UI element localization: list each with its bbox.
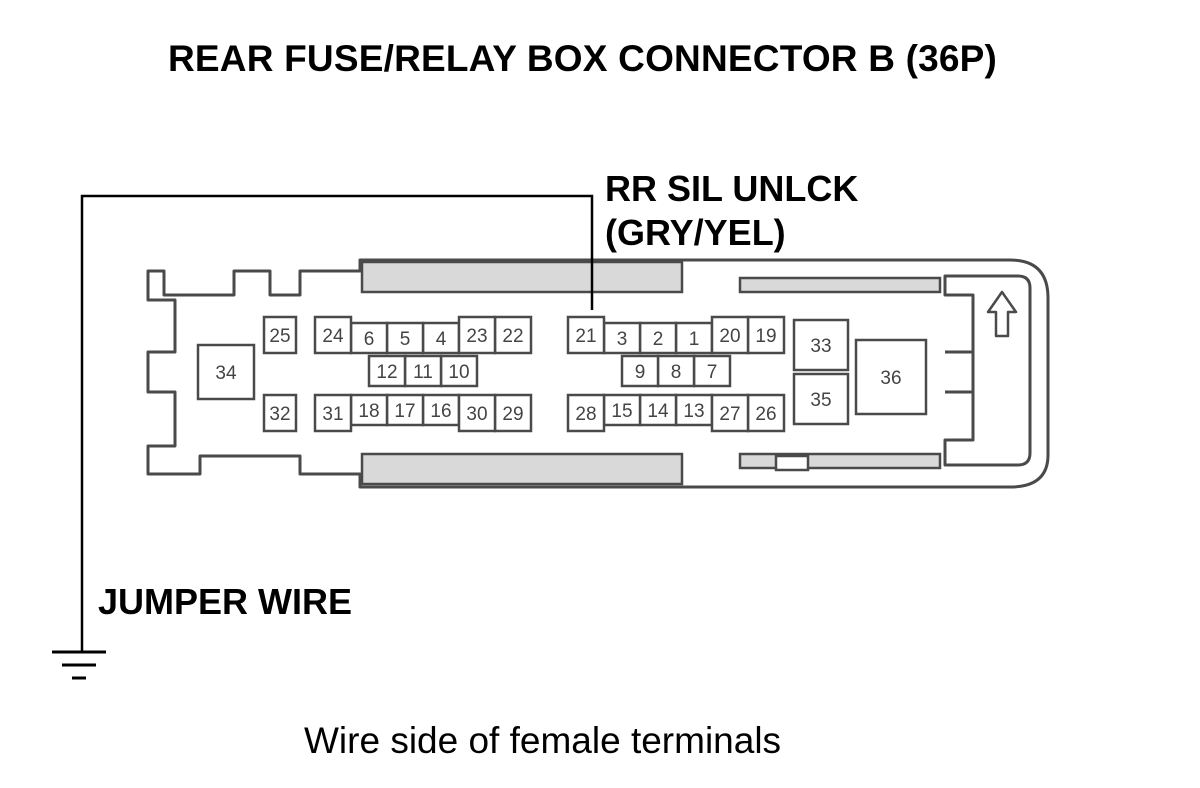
connector-housing bbox=[146, 258, 1050, 489]
terminal-cavity-30 bbox=[457, 393, 497, 433]
terminal-number-10: 10 bbox=[448, 362, 469, 383]
terminal-number-9: 9 bbox=[635, 362, 646, 383]
terminal-number-18: 18 bbox=[358, 401, 379, 422]
terminal-cavity-34 bbox=[196, 343, 256, 401]
terminal-cavity-1 bbox=[674, 321, 714, 355]
terminal-number-35: 35 bbox=[810, 390, 831, 411]
terminal-number-31: 31 bbox=[322, 404, 343, 425]
terminal-cavity-10 bbox=[439, 354, 479, 388]
bottom-notch bbox=[774, 454, 810, 472]
terminal-number-36: 36 bbox=[880, 368, 901, 389]
terminal-number-8: 8 bbox=[671, 362, 682, 383]
terminal-cavity-25 bbox=[262, 315, 298, 355]
terminal-cavity-36 bbox=[854, 338, 928, 416]
terminal-cavity-17 bbox=[385, 393, 425, 427]
terminal-number-21: 21 bbox=[575, 326, 596, 347]
jumper-wire bbox=[80, 194, 594, 652]
jumper-wire-label: JUMPER WIRE bbox=[98, 581, 353, 622]
terminal-cavity-16 bbox=[421, 393, 461, 427]
terminal-cavity-6 bbox=[349, 321, 389, 355]
terminal-cavity-22 bbox=[493, 315, 533, 355]
terminal-cavity-28 bbox=[566, 393, 606, 433]
terminal-cavity-11 bbox=[403, 354, 443, 388]
terminal-number-6: 6 bbox=[364, 329, 375, 350]
terminal-cavity-20 bbox=[710, 315, 750, 355]
terminal-number-1: 1 bbox=[689, 329, 700, 350]
terminal-number-20: 20 bbox=[719, 326, 740, 347]
bottom-rail-left bbox=[360, 452, 684, 486]
terminal-number-14: 14 bbox=[647, 401, 669, 422]
terminal-number-23: 23 bbox=[466, 326, 487, 347]
terminal-number-27: 27 bbox=[719, 404, 740, 425]
terminal-number-33: 33 bbox=[810, 336, 831, 357]
terminal-number-29: 29 bbox=[502, 404, 523, 425]
terminal-cavity-3 bbox=[602, 321, 642, 355]
terminal-cavity-23 bbox=[457, 315, 497, 355]
signal-wire-color: (GRY/YEL) bbox=[605, 212, 786, 253]
terminal-cavity-5 bbox=[385, 321, 425, 355]
terminal-cavity-27 bbox=[710, 393, 750, 433]
terminal-cavity-35 bbox=[792, 372, 850, 426]
terminal-cavity-2 bbox=[638, 321, 678, 355]
terminal-number-11: 11 bbox=[413, 362, 433, 383]
terminal-cavity-24 bbox=[313, 315, 353, 355]
signal-name: RR SIL UNLCK bbox=[605, 168, 859, 209]
terminal-cavity-29 bbox=[493, 393, 533, 433]
terminal-number-16: 16 bbox=[430, 401, 451, 422]
terminal-number-34: 34 bbox=[215, 363, 237, 384]
connector-rails bbox=[360, 260, 942, 486]
terminal-number-3: 3 bbox=[617, 329, 628, 350]
terminal-number-7: 7 bbox=[707, 362, 718, 383]
terminal-cavity-26 bbox=[746, 393, 786, 433]
ground-symbol-icon bbox=[52, 650, 106, 680]
terminal-cavity-4 bbox=[421, 321, 461, 355]
view-caption: Wire side of female terminals bbox=[304, 720, 782, 761]
terminal-number-15: 15 bbox=[611, 401, 632, 422]
terminal-number-25: 25 bbox=[269, 326, 290, 347]
terminal-cavity-21 bbox=[566, 315, 606, 355]
terminal-number-22: 22 bbox=[502, 326, 523, 347]
terminal-number-28: 28 bbox=[575, 404, 596, 425]
top-rail-right bbox=[738, 276, 942, 294]
terminal-number-13: 13 bbox=[683, 401, 704, 422]
terminal-number-32: 32 bbox=[269, 404, 290, 425]
up-arrow-icon bbox=[986, 290, 1018, 338]
terminal-cavity-33 bbox=[792, 318, 850, 372]
terminal-cavity-12 bbox=[367, 354, 407, 388]
housing-inner-jog bbox=[945, 293, 975, 394]
terminal-number-19: 19 bbox=[755, 326, 776, 347]
diagram-title: REAR FUSE/RELAY BOX CONNECTOR B (36P) bbox=[168, 38, 998, 79]
terminal-cavity-19 bbox=[746, 315, 786, 355]
terminal-number-12: 12 bbox=[376, 362, 397, 383]
bottom-rail-right bbox=[738, 452, 942, 470]
terminal-cavity-31 bbox=[313, 393, 353, 433]
terminal-cavity-7 bbox=[692, 354, 732, 388]
terminal-number-4: 4 bbox=[436, 329, 447, 350]
top-rail-left bbox=[360, 260, 684, 294]
signal-label: RR SIL UNLCK (GRY/YEL) bbox=[605, 167, 858, 255]
terminal-number-17: 17 bbox=[394, 401, 415, 422]
terminal-number-30: 30 bbox=[466, 404, 487, 425]
housing-outline bbox=[146, 258, 1050, 489]
terminal-number-5: 5 bbox=[400, 329, 411, 350]
terminal-number-2: 2 bbox=[653, 329, 664, 350]
terminal-number-24: 24 bbox=[322, 326, 344, 347]
terminal-cavity-9 bbox=[620, 354, 660, 388]
terminal-number-26: 26 bbox=[755, 404, 776, 425]
terminal-grid: 1234567891011121314151617181920212223242… bbox=[196, 315, 928, 433]
jumper-wire-line bbox=[80, 194, 594, 652]
terminal-cavity-32 bbox=[262, 393, 298, 433]
housing-inner-outline bbox=[943, 274, 1032, 467]
